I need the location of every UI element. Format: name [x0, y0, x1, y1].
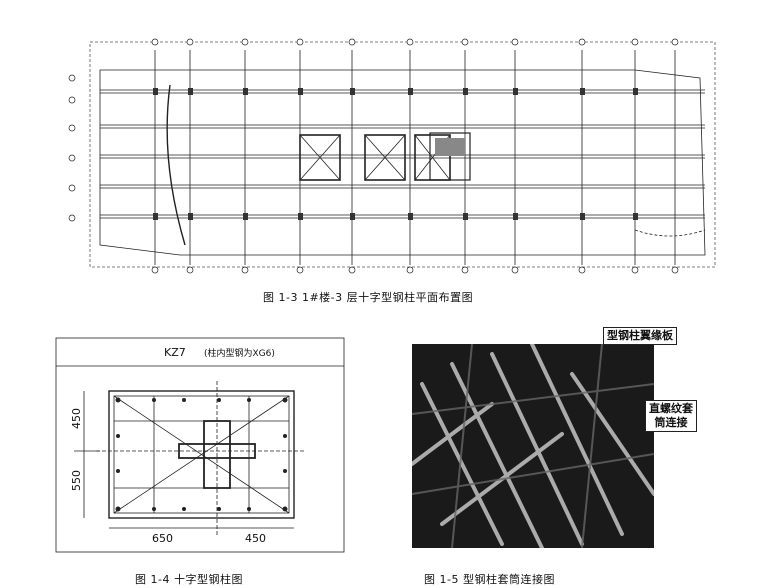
figure-1-4-caption: 图 1-4 十字型钢柱图 — [135, 573, 243, 586]
figure-1-3-caption: 图 1-3 1#楼-3 层十字型钢柱平面布置图 — [263, 291, 474, 304]
thread-sleeve-callout: 直螺纹套 筒连接 — [645, 400, 697, 432]
kz7-note: (柱内型钢为XG6) — [204, 347, 275, 359]
column-section-drawing: KZ7 (柱内型钢为XG6) 450 550 650 450 — [55, 337, 345, 553]
thread-sleeve-line2: 筒连接 — [654, 416, 688, 429]
dim-650-horizontal: 650 — [152, 532, 173, 545]
floor-plan-drawing — [68, 38, 716, 274]
dim-450-vertical: 450 — [70, 408, 83, 429]
rebar-photo — [412, 344, 654, 548]
figure-1-5-caption: 图 1-5 型钢柱套筒连接图 — [424, 573, 555, 586]
dim-550-vertical: 550 — [70, 470, 83, 491]
kz7-code: KZ7 — [164, 346, 186, 359]
dim-450-horizontal: 450 — [245, 532, 266, 545]
thread-sleeve-line1: 直螺纹套 — [649, 402, 693, 415]
flange-plate-callout: 型钢柱翼缘板 — [603, 327, 677, 345]
